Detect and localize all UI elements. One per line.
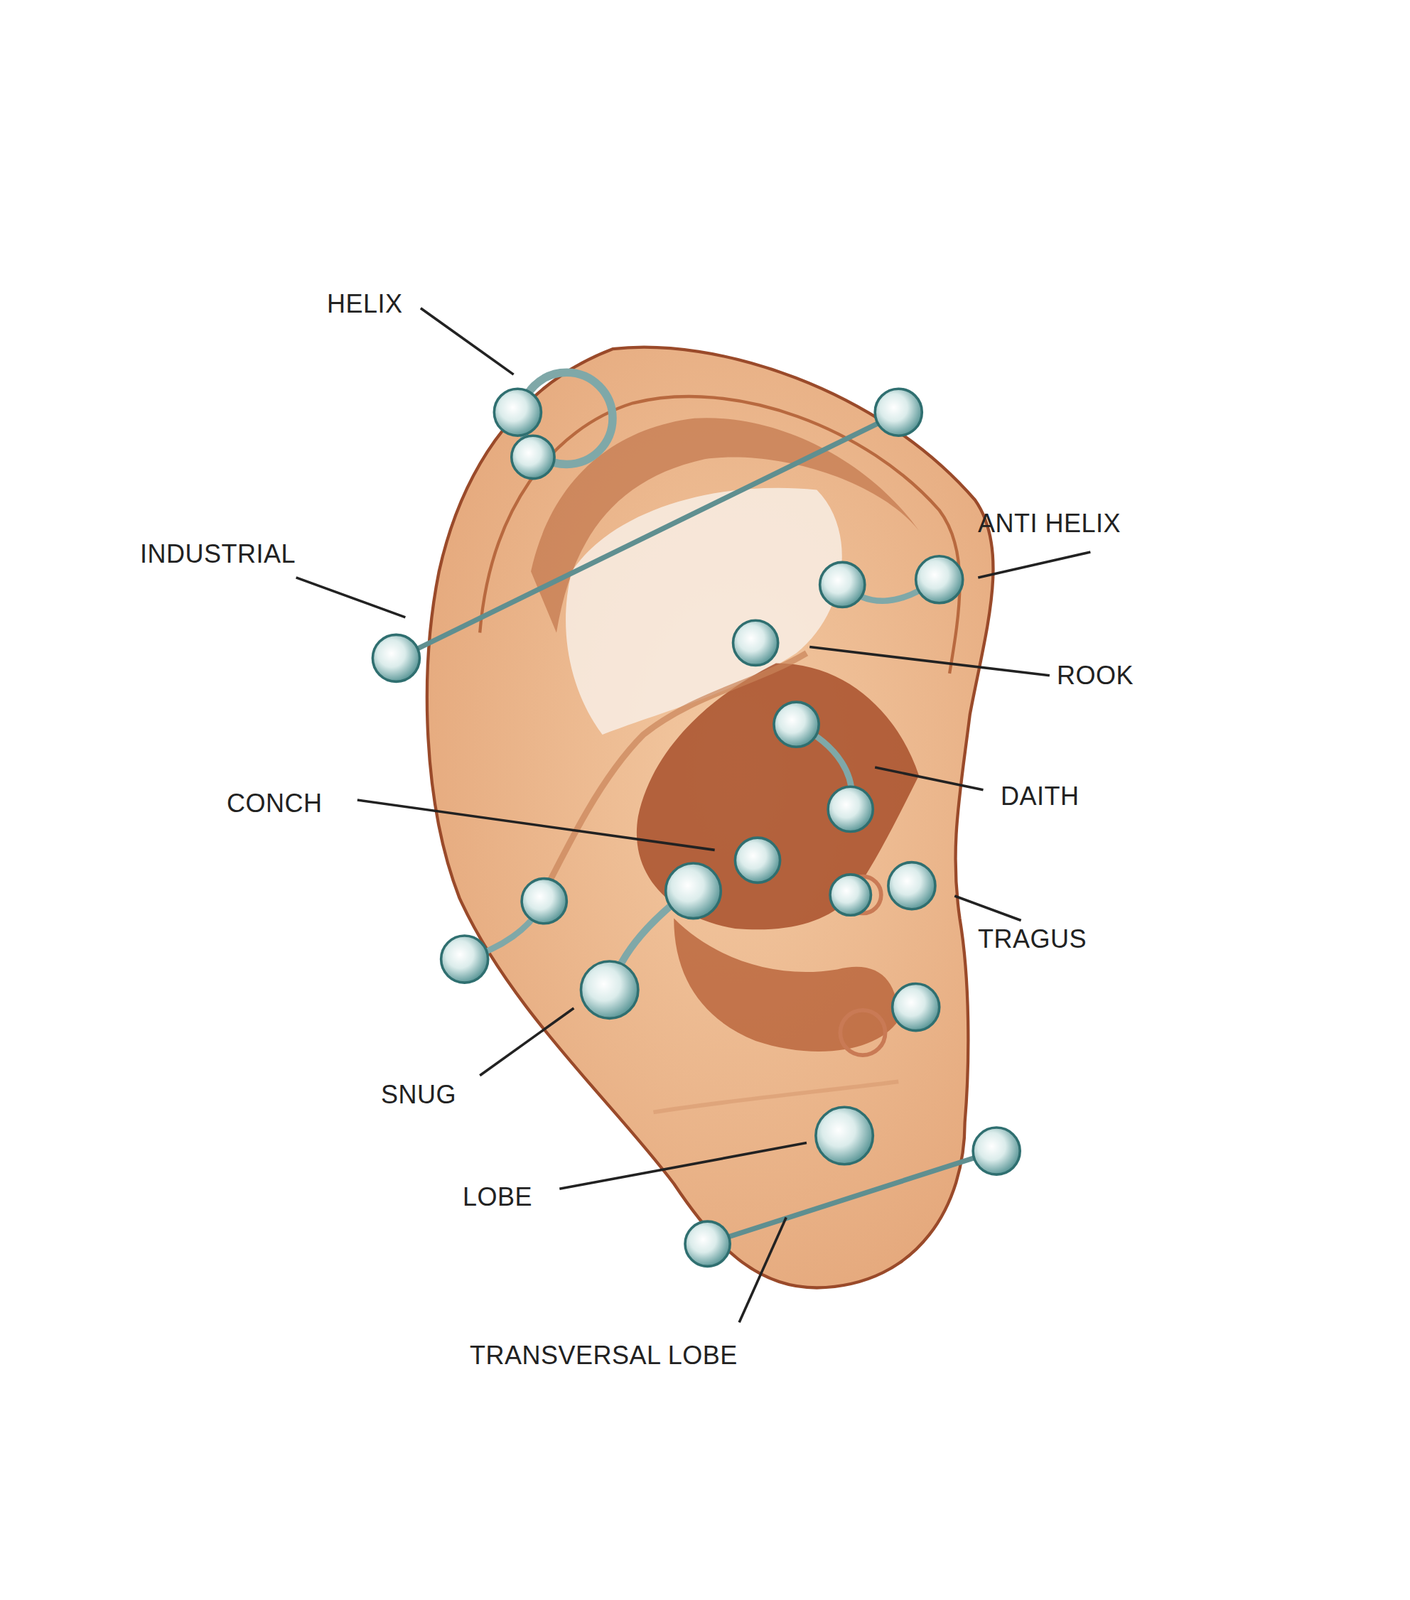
lower-concha [673,918,899,1052]
lobe-crease [653,1081,899,1113]
part-label: DAITH [1000,782,1080,811]
part-label: HELIX [326,289,403,319]
antihelix-ridge [530,653,807,919]
ear-outline [427,347,994,1289]
part-label: TRANSVERSAL LOBE [469,1341,738,1371]
part-label: LOBE [462,1183,533,1212]
leader-lines [296,308,1091,1324]
part-label: INDUSTRIAL [140,540,296,569]
part-label: CONCH [226,789,323,818]
part-label: ROOK [1056,661,1134,691]
part-label: SNUG [380,1080,457,1110]
part-label: TRAGUS [977,925,1087,954]
jewellery [372,372,1020,1267]
concha [636,663,919,931]
part-label: ANTI HELIX [977,509,1121,538]
